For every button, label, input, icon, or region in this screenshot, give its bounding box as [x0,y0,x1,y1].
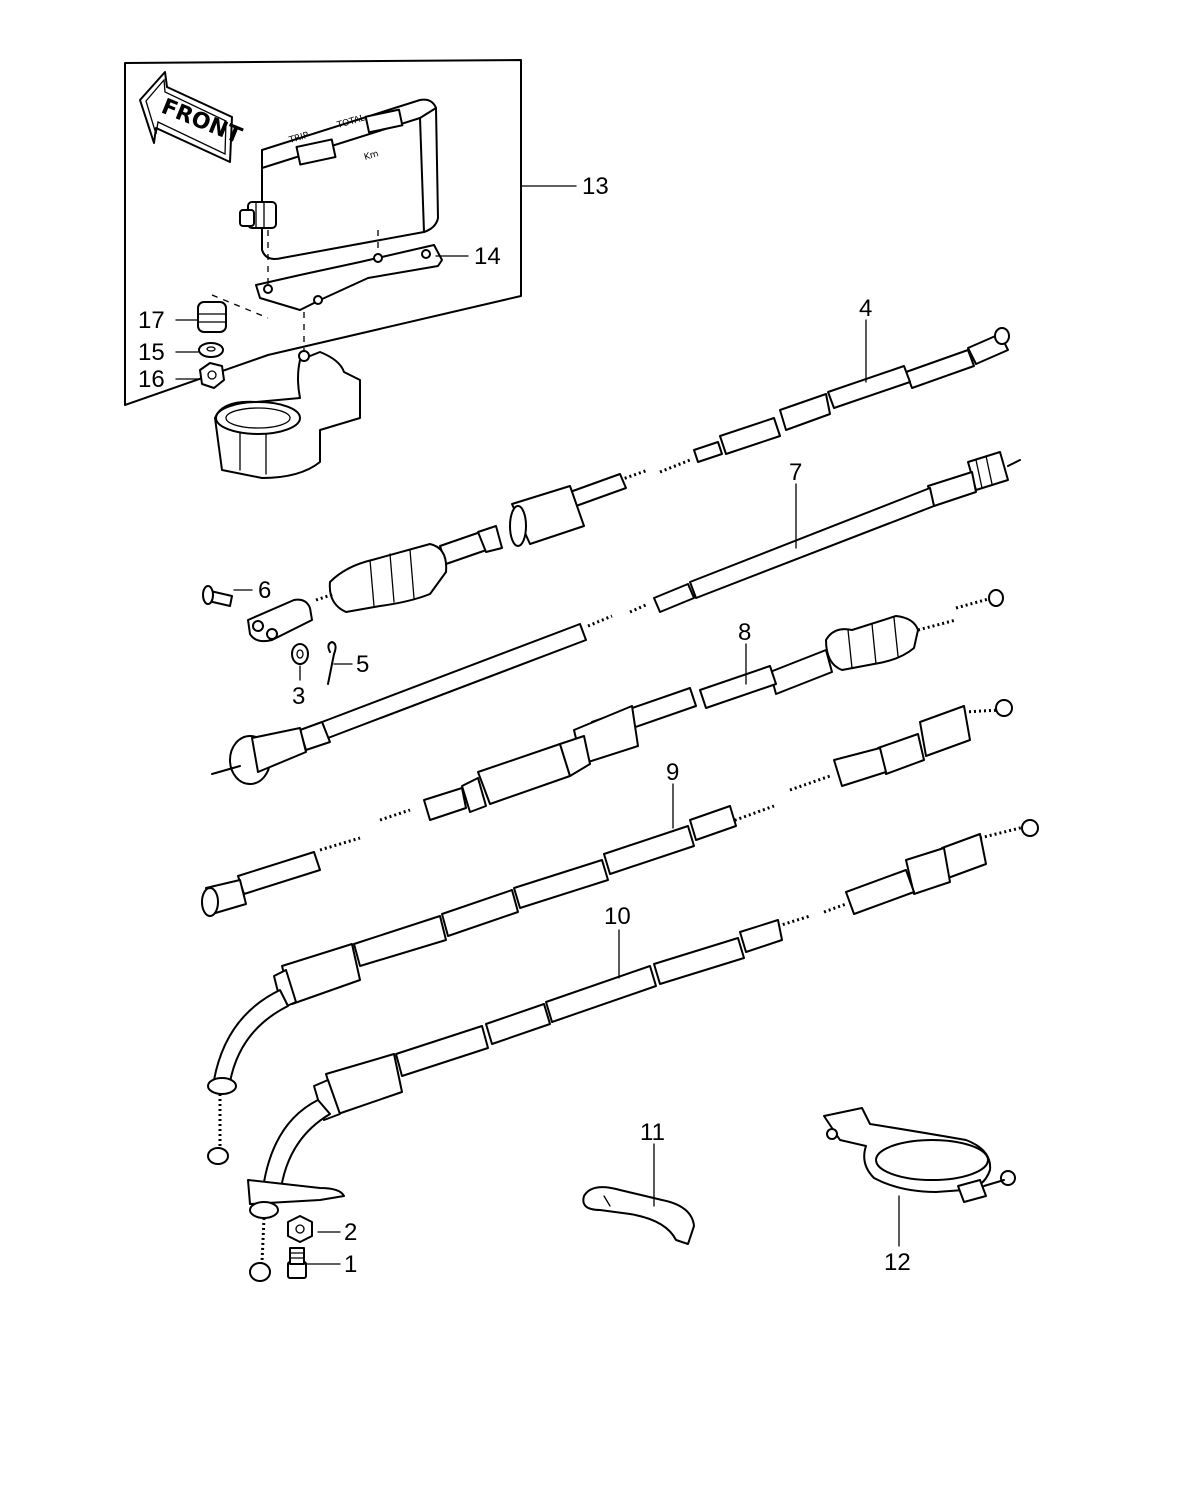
callout-8: 8 [738,619,751,646]
callout-13: 13 [582,173,609,200]
callout-15: 15 [138,339,165,366]
callout-3: 3 [292,683,305,710]
callout-labels: 13 14 17 15 16 4 7 6 5 3 8 9 10 2 1 11 1… [138,173,911,1278]
meter-inset-frame [124,59,522,406]
callout-9: 9 [666,759,679,786]
clevis [247,598,313,643]
trip-meter-housing: TRIP TOTAL Km [239,98,439,260]
callout-11: 11 [640,1119,665,1146]
rubber-damper [197,301,227,333]
nut [199,362,225,389]
callout-2: 2 [344,1219,357,1246]
cable-clamp-12 [823,1107,1016,1203]
adjuster-bolt [287,1247,307,1279]
clevis-pin [202,585,233,607]
locknut [287,1215,313,1243]
cable-boot [315,525,503,613]
cable-9 [207,699,1013,1165]
callout-12: 12 [884,1249,911,1276]
cable-4 [509,327,1010,547]
callout-4: 4 [859,295,872,322]
cable-7 [211,451,1021,785]
callout-10: 10 [604,903,631,930]
meter-bracket [255,230,443,311]
callout-14: 14 [474,243,501,270]
callout-16: 16 [138,366,165,393]
callout-17: 17 [138,307,165,334]
cable-10 [247,819,1039,1282]
plain-washer [291,643,309,665]
cable-clamp-11 [582,1186,695,1245]
cable-8 [201,589,1004,917]
callout-6: 6 [258,577,271,604]
callout-1: 1 [344,1251,357,1278]
callout-5: 5 [356,651,369,678]
km-label: Km [363,149,380,163]
front-direction-arrow: FRONT [139,71,245,163]
washer [198,342,224,358]
handlebar-clamp [214,312,361,479]
cotter-pin [327,641,337,685]
leader-lines [175,185,900,1265]
callout-7: 7 [789,459,802,486]
